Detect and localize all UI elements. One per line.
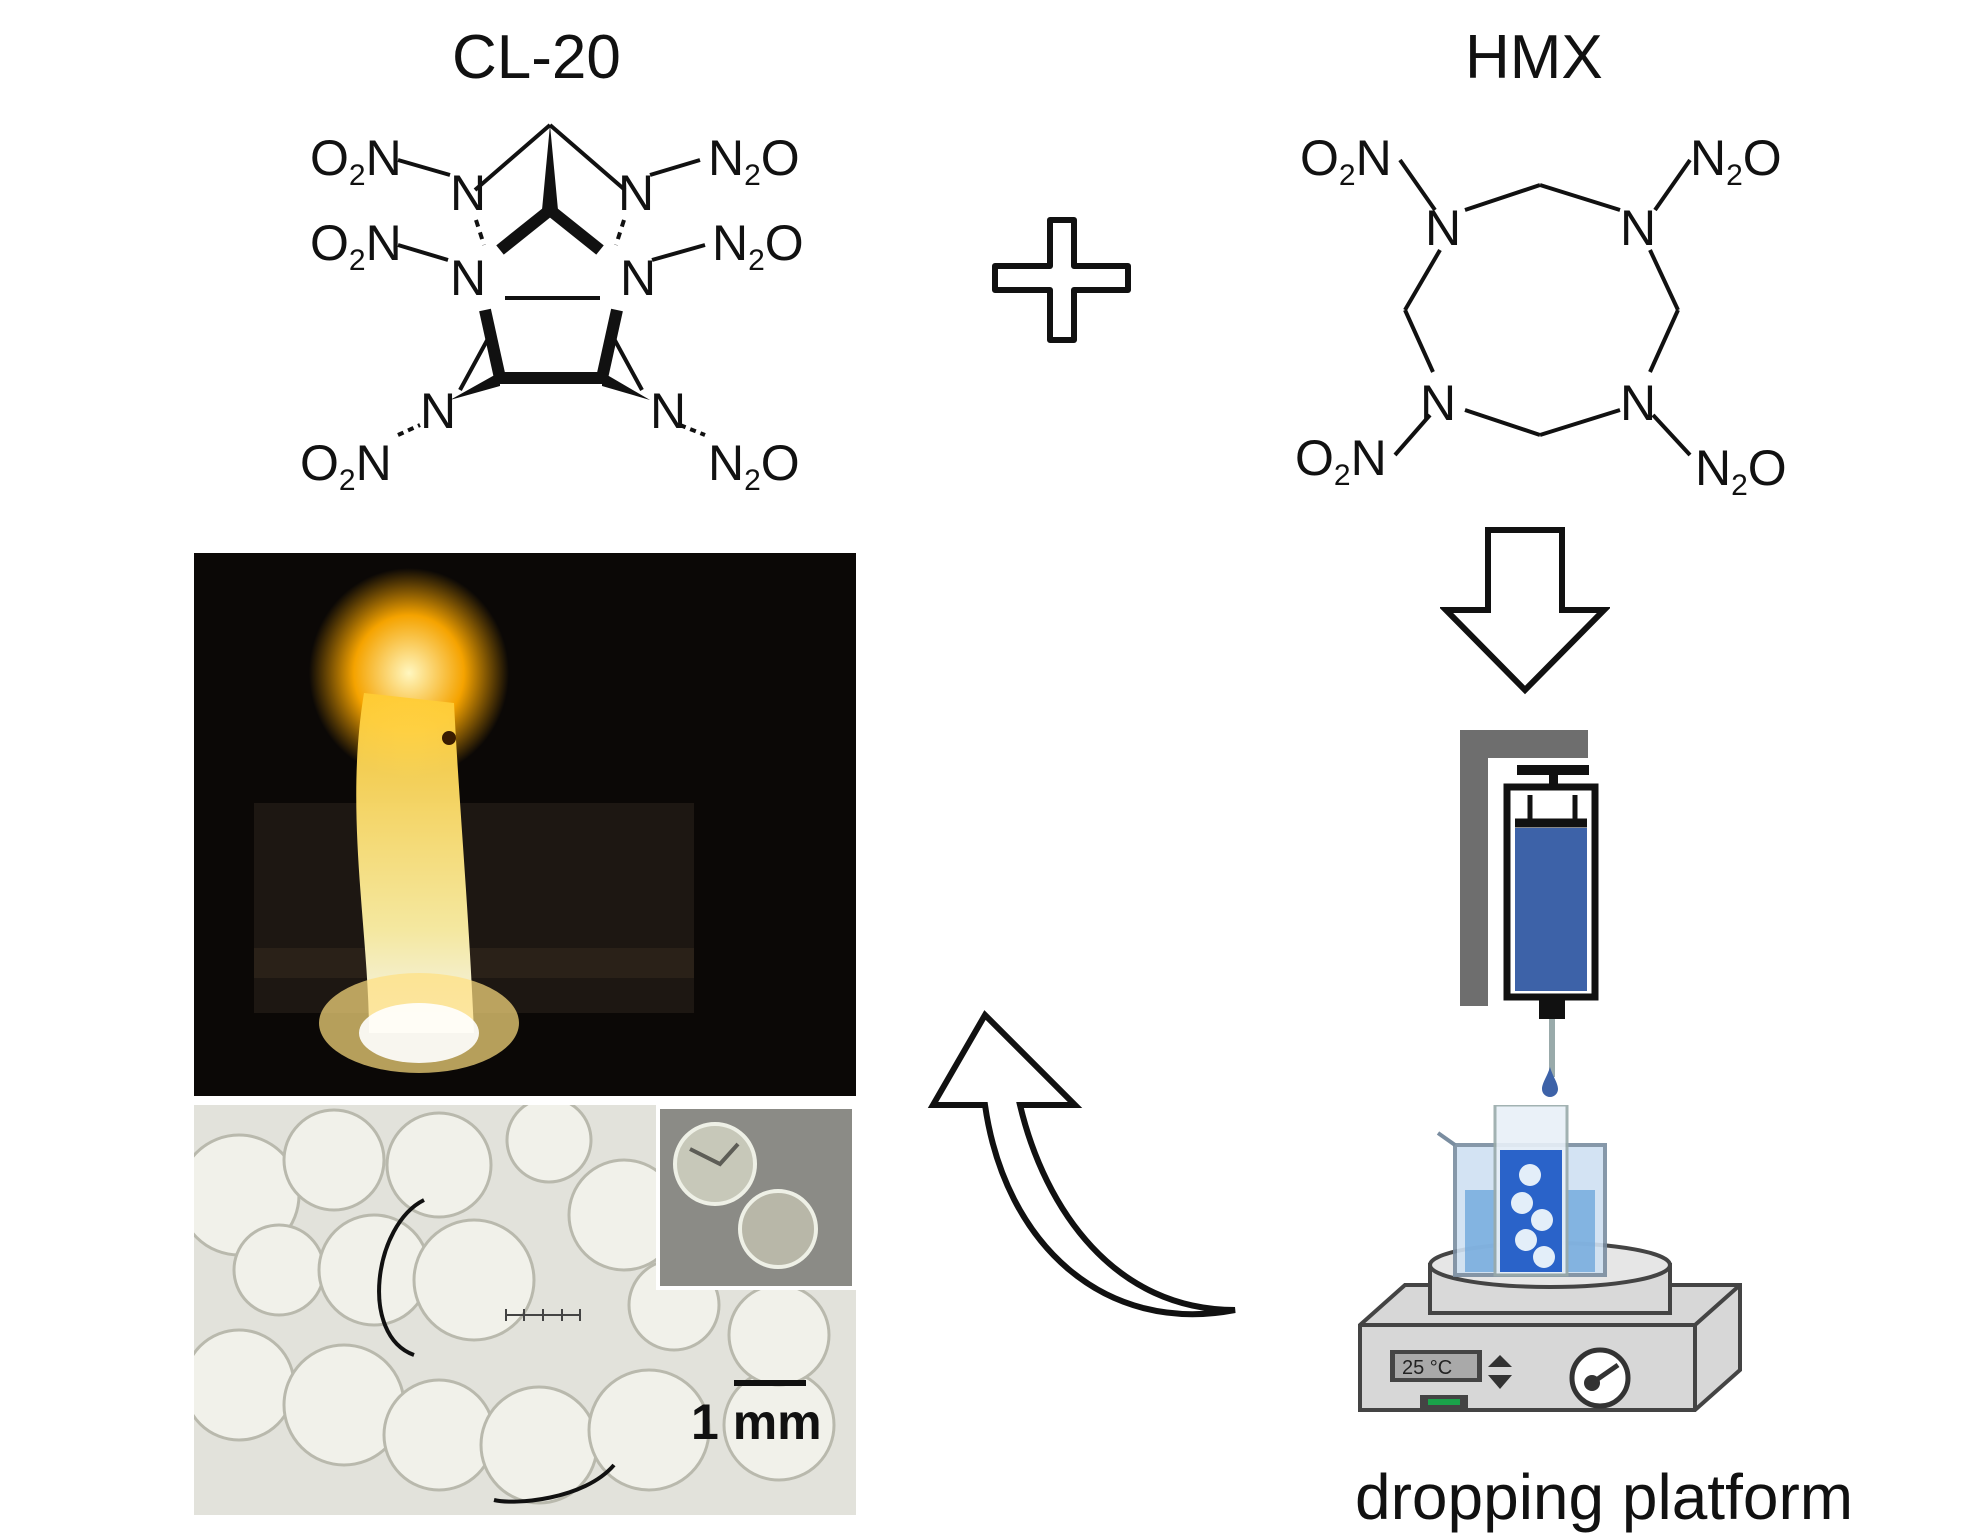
n-atom: N <box>1620 200 1656 256</box>
n-atom: N <box>620 250 656 306</box>
beaker-icon <box>1436 1105 1607 1277</box>
hotplate-icon: 25 °C <box>1358 1105 1742 1412</box>
svg-text:N2O: N2O <box>1695 440 1787 502</box>
cl20-structure: O2N N N N2O O2N N N N2O N N O2N N2O <box>300 123 804 497</box>
n-atom: N <box>450 250 486 306</box>
svg-text:N2O: N2O <box>1690 130 1782 192</box>
scale-bar <box>734 1380 806 1386</box>
svg-text:O2N: O2N <box>300 435 392 497</box>
svg-text:N2O: N2O <box>712 215 804 277</box>
down-arrow-icon <box>1440 527 1610 695</box>
syringe-icon <box>1460 730 1599 1077</box>
n-atom: N <box>1425 200 1461 256</box>
n-atom: N <box>1420 375 1456 431</box>
hmx-title: HMX <box>1465 23 1603 92</box>
temperature-display: 25 °C <box>1402 1357 1452 1379</box>
svg-text:O2N: O2N <box>310 215 402 277</box>
hmx-structure: O2N N2O N N N N O2N N2O <box>1295 130 1787 502</box>
n-atom: N <box>1620 375 1656 431</box>
n-atom: N <box>420 383 456 439</box>
n-atom: N <box>650 383 686 439</box>
svg-text:N2O: N2O <box>708 435 800 497</box>
svg-text:N2O: N2O <box>708 130 800 192</box>
droplet-icon <box>1542 1067 1558 1097</box>
cl20-title: CL-20 <box>452 23 621 92</box>
n-atom: N <box>618 165 654 221</box>
flame-photo <box>194 553 856 1096</box>
microspheres-photo: 1 mm <box>194 1105 856 1515</box>
plus-icon <box>992 217 1131 343</box>
svg-text:O2N: O2N <box>310 130 402 192</box>
svg-text:O2N: O2N <box>1300 130 1392 192</box>
curved-arrow-icon <box>927 1010 1236 1318</box>
sem-inset <box>656 1105 856 1290</box>
svg-text:O2N: O2N <box>1295 430 1387 492</box>
platform-label: dropping platform <box>1355 1461 1854 1533</box>
n-atom: N <box>450 165 486 221</box>
scale-label: 1 mm <box>691 1394 822 1450</box>
